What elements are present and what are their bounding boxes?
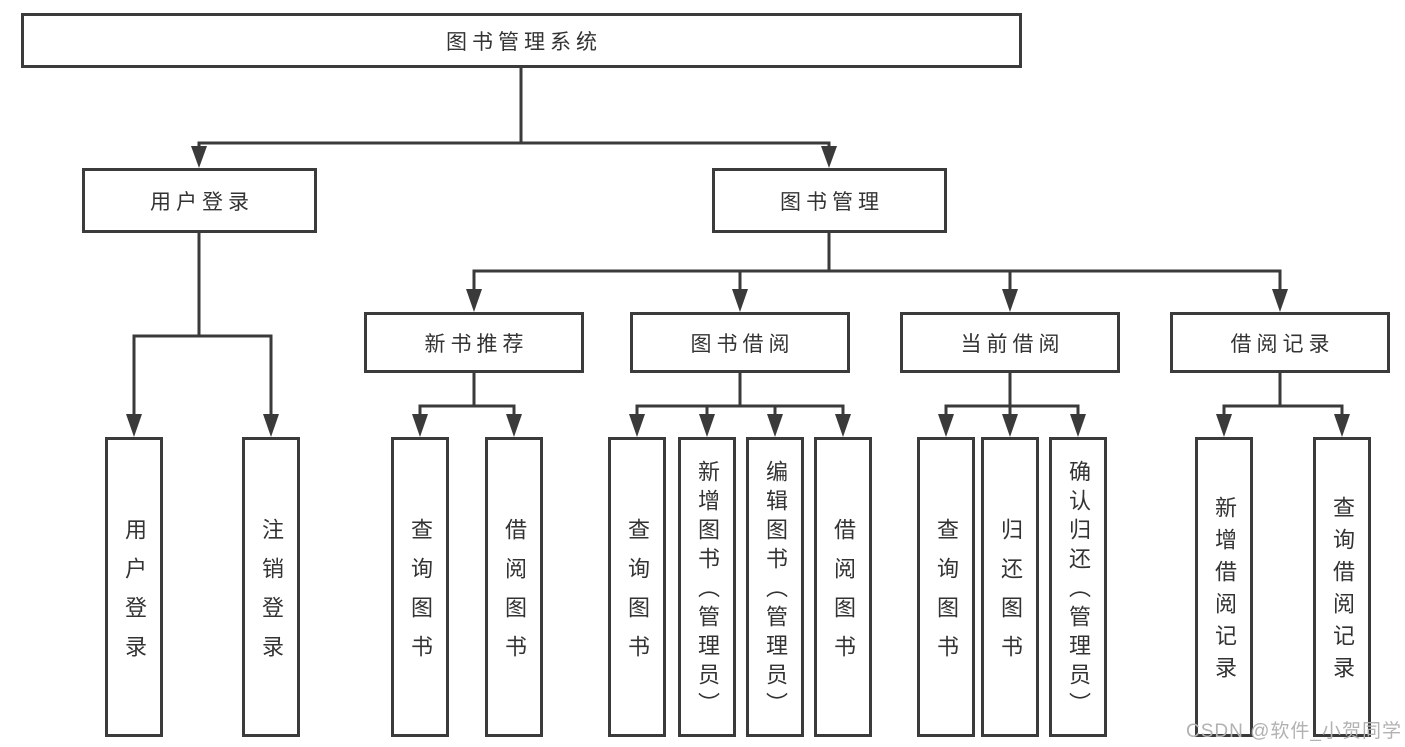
leaf-user-login: 用户登录 — [105, 437, 163, 737]
leaf-add-borrow-record: 新增借阅记录 — [1195, 437, 1253, 737]
node-user-login: 用户登录 — [82, 168, 317, 233]
node-label: 图书借阅 — [690, 332, 795, 356]
leaf-query-books: 查询图书 — [391, 437, 449, 737]
arrow-down-icon — [126, 414, 142, 437]
node-label: 图书管理 — [780, 190, 884, 214]
node-label: 注销登录 — [259, 517, 284, 674]
connector-bookmgmt-to-level3 — [466, 233, 1288, 312]
node-label: 当前借阅 — [960, 332, 1065, 356]
node-label: 新增图书（管理员） — [695, 460, 720, 721]
node-label: 查询图书 — [934, 517, 959, 674]
arrow-down-icon — [732, 289, 748, 312]
node-new-book-recommendation: 新书推荐 — [364, 312, 584, 373]
arrow-down-icon — [466, 289, 482, 312]
node-label: 用户登录 — [150, 190, 254, 214]
node-label: 查询图书 — [408, 517, 433, 674]
connector-borrowrecords-to-leaves — [1216, 373, 1350, 437]
node-book-management: 图书管理 — [712, 168, 947, 233]
node-label: 查询图书 — [625, 517, 650, 674]
leaf-query-books: 查询图书 — [608, 437, 666, 737]
node-label: 确认归还（管理员） — [1066, 460, 1091, 721]
node-label: 新书推荐 — [424, 332, 529, 356]
connector-newbook-to-leaves — [412, 373, 522, 437]
arrow-down-icon — [263, 414, 279, 437]
node-label: 借阅图书 — [502, 517, 527, 674]
node-label: 归还图书 — [998, 517, 1023, 674]
node-book-borrowing: 图书借阅 — [630, 312, 850, 373]
leaf-return-books: 归还图书 — [981, 437, 1039, 737]
node-label: 查询借阅记录 — [1330, 496, 1355, 688]
arrow-down-icon — [1002, 414, 1018, 437]
leaf-add-books-admin: 新增图书（管理员） — [678, 437, 736, 737]
leaf-query-borrow-record: 查询借阅记录 — [1313, 437, 1371, 737]
leaf-edit-books-admin: 编辑图书（管理员） — [746, 437, 804, 737]
connector-bookborrow-to-leaves — [629, 373, 851, 437]
node-library-management-system: 图书管理系统 — [21, 13, 1022, 68]
node-label: 编辑图书（管理员） — [763, 460, 788, 721]
arrow-down-icon — [1216, 414, 1232, 437]
arrow-down-icon — [699, 414, 715, 437]
node-label: 图书管理系统 — [446, 30, 602, 54]
connector-root-to-level2 — [191, 68, 837, 168]
arrow-down-icon — [1070, 414, 1086, 437]
csdn-watermark: CSDN @软件_小贺同学 — [1186, 721, 1402, 742]
connector-currentborrow-to-leaves — [938, 373, 1086, 437]
arrow-down-icon — [821, 146, 837, 168]
arrow-down-icon — [767, 414, 783, 437]
node-label: 借阅记录 — [1230, 332, 1335, 356]
leaf-borrow-books: 借阅图书 — [485, 437, 543, 737]
arrow-down-icon — [412, 414, 428, 437]
arrow-down-icon — [506, 414, 522, 437]
connector-userlogin-to-leaves — [126, 233, 279, 437]
leaf-logout: 注销登录 — [242, 437, 300, 737]
arrow-down-icon — [938, 414, 954, 437]
node-label: 借阅图书 — [831, 517, 856, 674]
leaf-borrow-books: 借阅图书 — [814, 437, 872, 737]
arrow-down-icon — [1334, 414, 1350, 437]
arrow-down-icon — [191, 146, 207, 168]
arrow-down-icon — [629, 414, 645, 437]
node-label: 新增借阅记录 — [1212, 496, 1237, 688]
leaf-query-books: 查询图书 — [917, 437, 975, 737]
node-label: 用户登录 — [122, 517, 147, 674]
node-current-borrowing: 当前借阅 — [900, 312, 1120, 373]
arrow-down-icon — [1002, 289, 1018, 312]
arrow-down-icon — [835, 414, 851, 437]
arrow-down-icon — [1272, 289, 1288, 312]
leaf-confirm-return-admin: 确认归还（管理员） — [1049, 437, 1107, 737]
node-borrowing-records: 借阅记录 — [1170, 312, 1390, 373]
